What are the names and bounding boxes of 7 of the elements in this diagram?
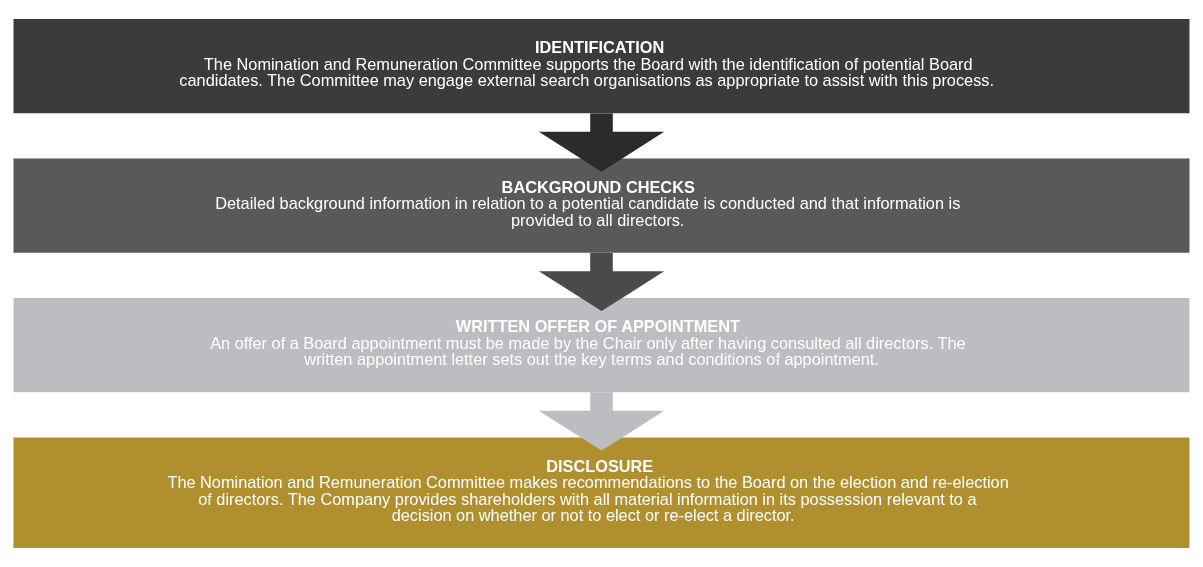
arrow	[538, 392, 665, 451]
node-box: WRITTEN OFFER OF APPOINTMENT An offer of a Board appointment must be made by the Chair only after having consulted all directors. The written appointment letter sets out the key terms and conditions of appointment.	[13, 297, 1190, 393]
node-box: IDENTIFICATION The Nomination and Remuneration Committee supports the Board with the identification of potential Board candidates. The Committee may engage external search organisations as appropriate to assist with this process.	[13, 19, 1190, 114]
arrow	[538, 252, 665, 312]
node-box: DISCLOSURE The Nomination and Remuneration Committee makes recommendations to the Board on the election and re-election of directors. The Company provides shareholders with all material information in its possession relevant to a decision on whether or not to elect or re-elect a director.	[13, 437, 1190, 548]
node-box: BACKGROUND CHECKS Detailed background information in relation to a potential candidate is conducted and that information is provided to all directors.	[13, 158, 1190, 253]
arrow	[538, 113, 665, 172]
